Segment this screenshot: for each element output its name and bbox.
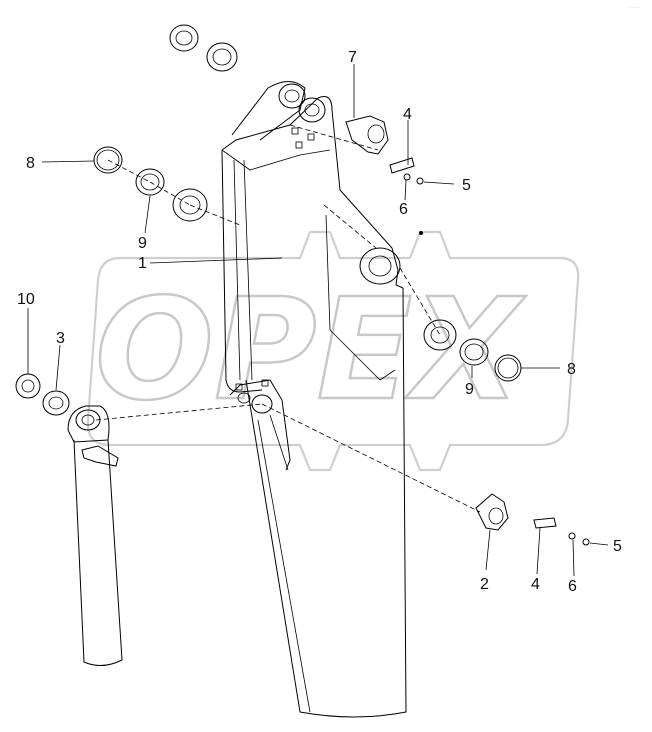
bolt-5-lower [582, 538, 590, 546]
callout-9-right: 9 [465, 381, 474, 398]
callout-2: 2 [480, 576, 489, 593]
washer-top-a [169, 24, 199, 52]
bushing-9-left [135, 168, 165, 196]
corner-note: · · · · [628, 5, 640, 11]
callout-10: 10 [17, 291, 35, 308]
seal-ring-8-left [93, 146, 123, 174]
nut-6-lower [568, 532, 576, 540]
callout-8-right: 8 [567, 361, 576, 378]
washer-left-3 [42, 390, 70, 416]
callout-5-lower: 5 [613, 538, 622, 555]
hydraulic-cylinder [67, 405, 123, 666]
bolt-5-top [416, 177, 424, 185]
opex-watermark: OPEX [86, 230, 580, 472]
callout-4-lower: 4 [531, 576, 540, 593]
lock-plate-4-lower [533, 517, 557, 529]
grease-dot [419, 231, 423, 235]
callout-8-left: 8 [26, 155, 35, 172]
callout-1: 1 [138, 255, 147, 272]
leader-lines [27, 64, 609, 577]
callout-3: 3 [56, 330, 65, 347]
callout-7: 7 [348, 49, 357, 66]
callout-6-top: 6 [399, 201, 408, 218]
callout-9-left: 9 [138, 235, 147, 252]
washer-left-mid [172, 188, 208, 222]
washer-top-b [206, 42, 238, 72]
pin-2-lower [475, 493, 509, 531]
pin-7-top [345, 115, 389, 155]
assembly-axes [95, 124, 481, 513]
callouts: 1 2 3 4 4 5 5 6 6 7 8 8 9 9 10 [17, 49, 622, 595]
lock-plate-4-top [389, 157, 415, 174]
callout-4-top: 4 [403, 106, 412, 123]
callout-6-lower: 6 [568, 578, 577, 595]
callout-5-top: 5 [462, 177, 471, 194]
arm-body [221, 81, 407, 718]
washer-left-10 [15, 373, 41, 399]
nut-6-top [403, 173, 411, 181]
washer-right-mid [423, 319, 457, 351]
watermark-text: OPEX [95, 269, 526, 432]
bushing-9-right [459, 338, 489, 366]
